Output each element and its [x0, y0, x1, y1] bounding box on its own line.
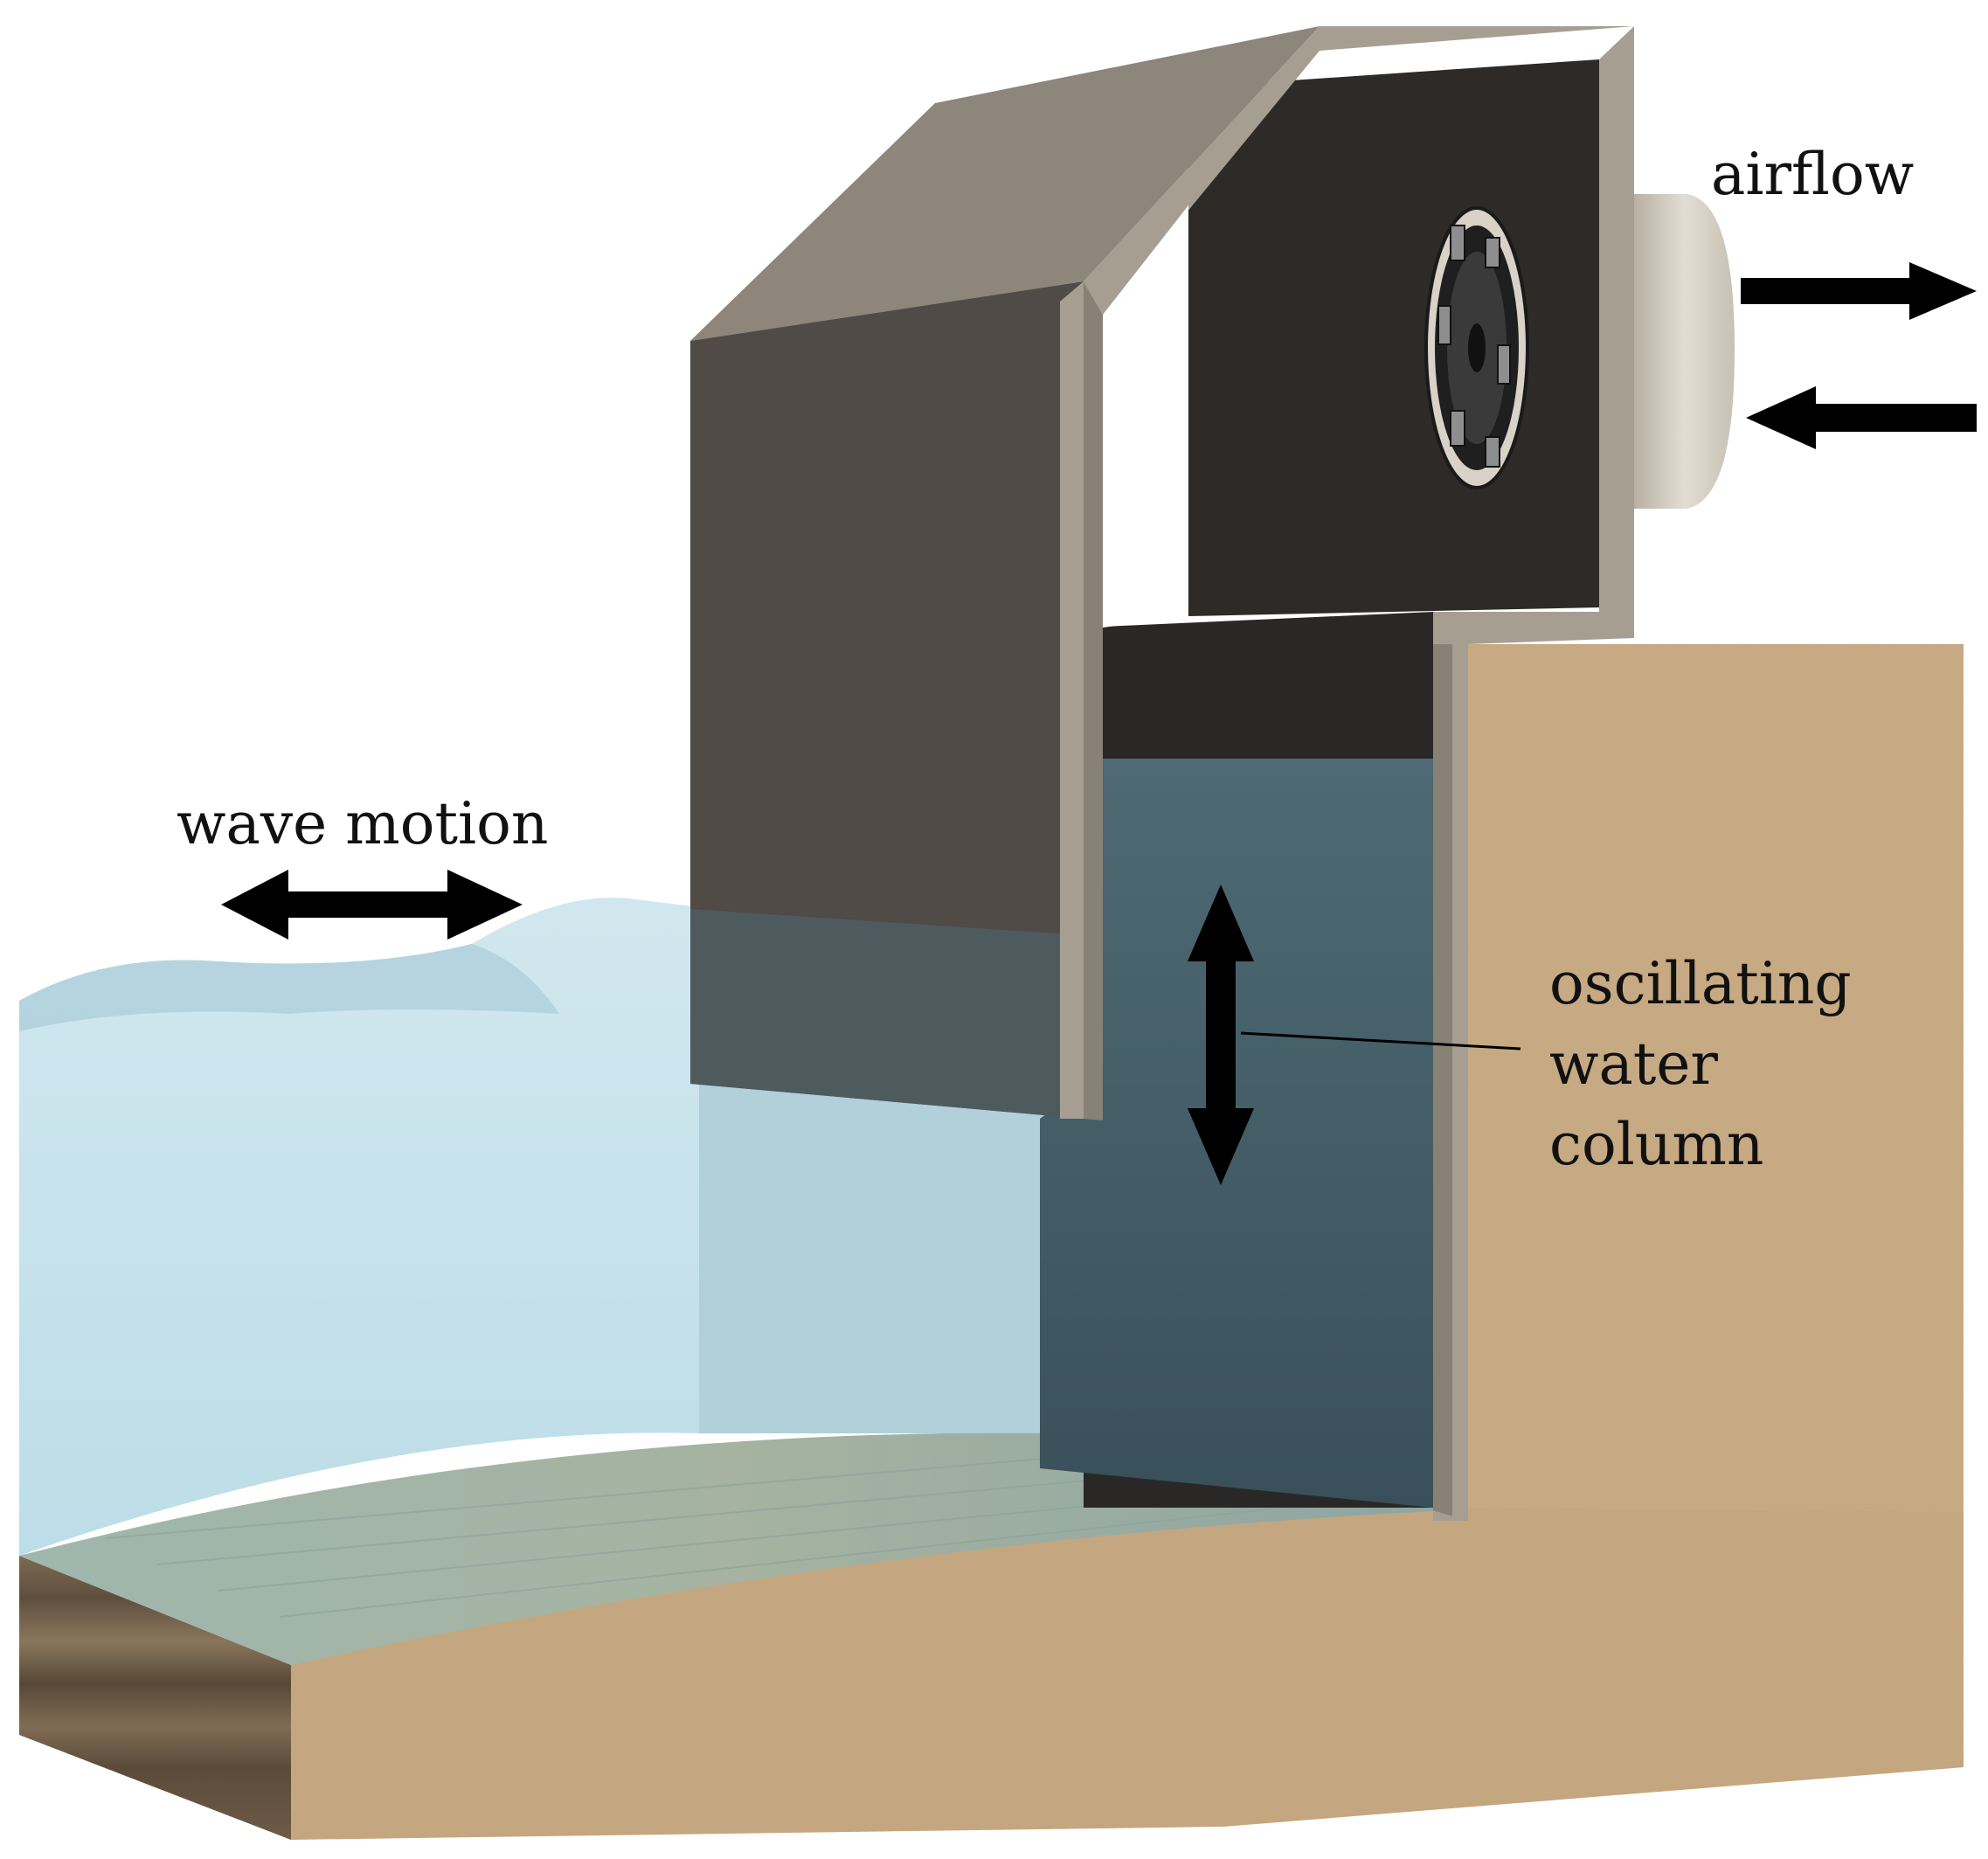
oscillating-water-column-label-line3: column: [1549, 1111, 1763, 1178]
air-duct: [1634, 194, 1735, 509]
right-arrow-icon: [1741, 262, 1977, 320]
double-vertical-arrow-icon: [1188, 884, 1254, 1185]
wave-motion-label: wave motion: [177, 790, 548, 857]
turbine-icon: [1424, 206, 1529, 489]
airflow-label: airflow: [1711, 141, 1914, 208]
oscillating-water-column-label-line2: water: [1549, 1030, 1718, 1098]
sand-cliff: [1468, 644, 1964, 1767]
oscillating-water-column-label-line1: oscillating: [1549, 950, 1852, 1017]
water-column-leader-line: [1240, 1031, 1521, 1051]
left-arrow-icon: [1746, 386, 1977, 449]
double-horizontal-arrow-icon: [221, 870, 523, 940]
